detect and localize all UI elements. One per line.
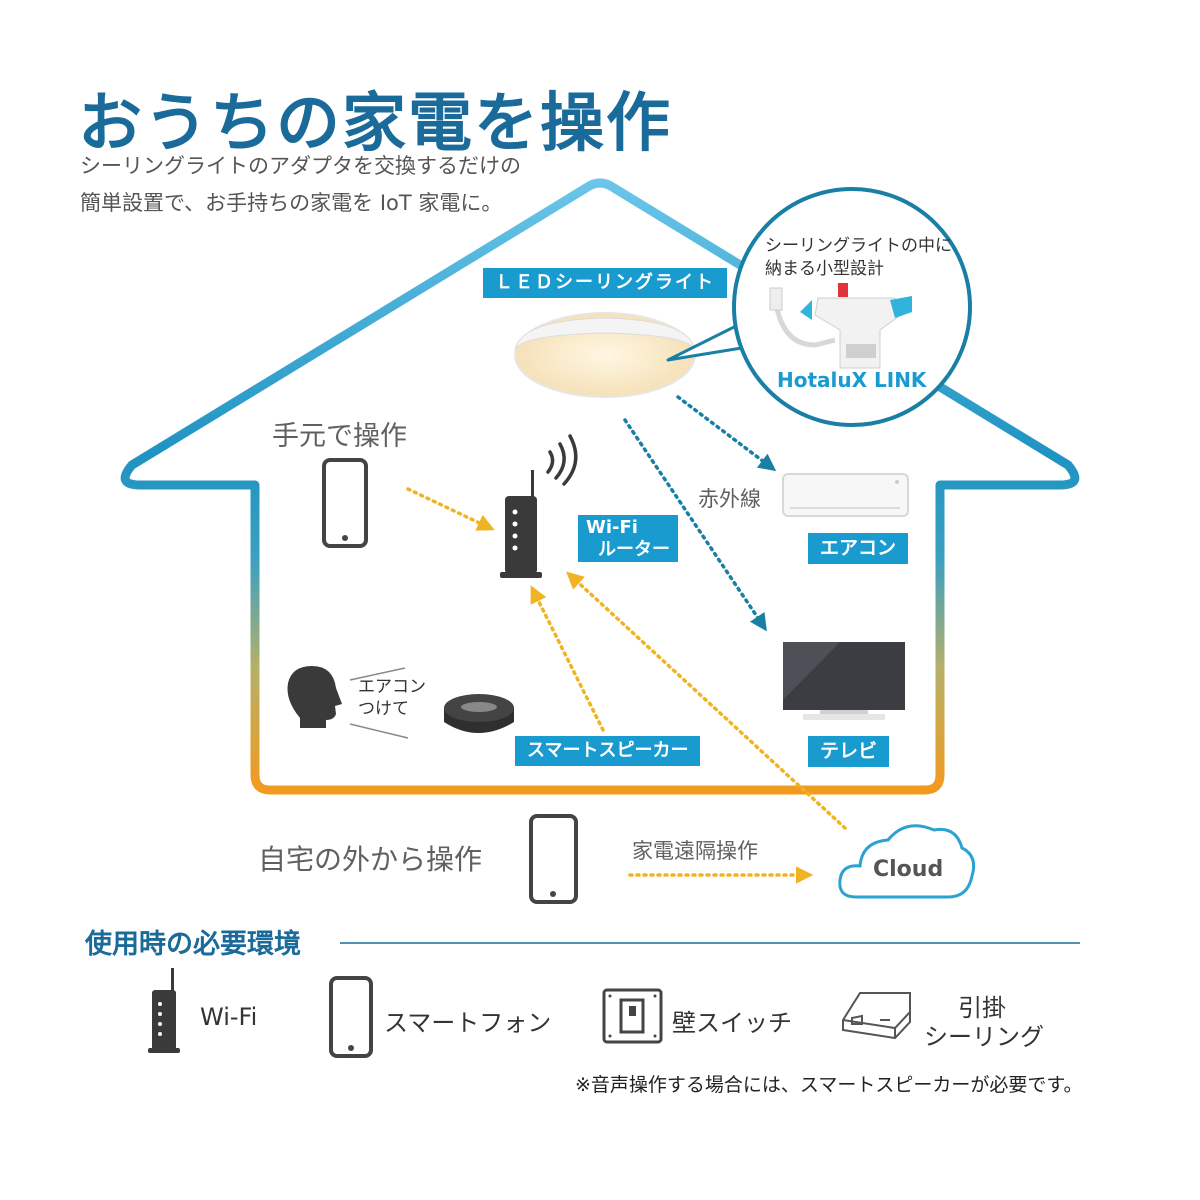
- speech-line-2: つけて: [358, 699, 409, 719]
- tv-tag: テレビ: [808, 736, 890, 767]
- req-ceiling-label-line-2: シーリング: [924, 1023, 1044, 1051]
- aircon-icon: [782, 473, 909, 517]
- speech-bubble-text: エアコン つけて: [358, 676, 426, 720]
- voice-note: ※音声操作する場合には、スマートスピーカーが必要です。: [575, 1074, 1083, 1096]
- smart-speaker-tag: スマートスピーカー: [515, 736, 701, 766]
- requirements-title: 使用時の必要環境: [85, 929, 301, 960]
- router-icon: [500, 470, 542, 578]
- req-smartphone-icon: [329, 976, 373, 1058]
- led-ceiling-light-icon: [514, 312, 696, 398]
- adapter-illustration: [769, 283, 912, 369]
- house-outline: [120, 178, 1080, 795]
- page-title: おうちの家電を操作: [78, 87, 672, 161]
- wifi-waves-icon: [546, 434, 578, 486]
- hand-operation-label: 手元で操作: [272, 421, 407, 452]
- req-wifi-label: Wi-Fi: [200, 1003, 258, 1031]
- router-tag: Wi-Fi ルーター: [578, 515, 678, 563]
- speech-line-bottom: [349, 723, 409, 739]
- cloud-label: Cloud: [873, 857, 944, 882]
- smart-speaker-icon: [444, 694, 514, 733]
- remote-operation-label: 家電遠隔操作: [632, 839, 758, 863]
- outside-smartphone-icon: [529, 814, 578, 904]
- aircon-tag: エアコン: [808, 533, 909, 564]
- router-tag-line-1: Wi-Fi: [586, 517, 638, 538]
- cloud-icon: [838, 824, 976, 899]
- arrow-phone-to-router: [406, 487, 495, 531]
- callout-text-line-2: 納まる小型設計: [765, 259, 884, 279]
- req-wall-switch-icon: [602, 988, 663, 1044]
- req-smartphone-label: スマートフォン: [384, 1009, 552, 1037]
- product-name: HotaluX LINK: [777, 368, 927, 392]
- arrow-light-to-aircon: [676, 395, 777, 472]
- speech-line-top: [349, 667, 406, 681]
- req-router-icon: [148, 968, 180, 1053]
- speech-line-1: エアコン: [358, 677, 426, 697]
- outside-operation-label: 自宅の外から操作: [258, 843, 483, 876]
- smartphone-icon: [322, 458, 368, 548]
- req-ceiling-hook-icon: [842, 992, 911, 1040]
- led-light-tag: ＬＥＤシーリングライト: [483, 268, 727, 298]
- req-wall-switch-label: 壁スイッチ: [672, 1009, 792, 1037]
- subtitle-line-2: 簡単設置で、お手持ちの家電を IoT 家電に。: [80, 191, 503, 215]
- subtitle-line-1: シーリングライトのアダプタを交換するだけの: [80, 154, 521, 178]
- arrow-speaker-to-router: [530, 585, 605, 732]
- tv-icon: [783, 642, 905, 720]
- callout-text-line-1: シーリングライトの中に: [765, 236, 952, 256]
- arrow-cloud-to-router: [566, 571, 847, 830]
- infrared-label: 赤外線: [698, 487, 761, 511]
- req-ceiling-label-line-1: 引掛: [958, 994, 1006, 1022]
- arrow-light-to-tv: [623, 418, 767, 632]
- person-head-icon: [287, 666, 342, 728]
- router-tag-line-2: ルーター: [598, 538, 670, 560]
